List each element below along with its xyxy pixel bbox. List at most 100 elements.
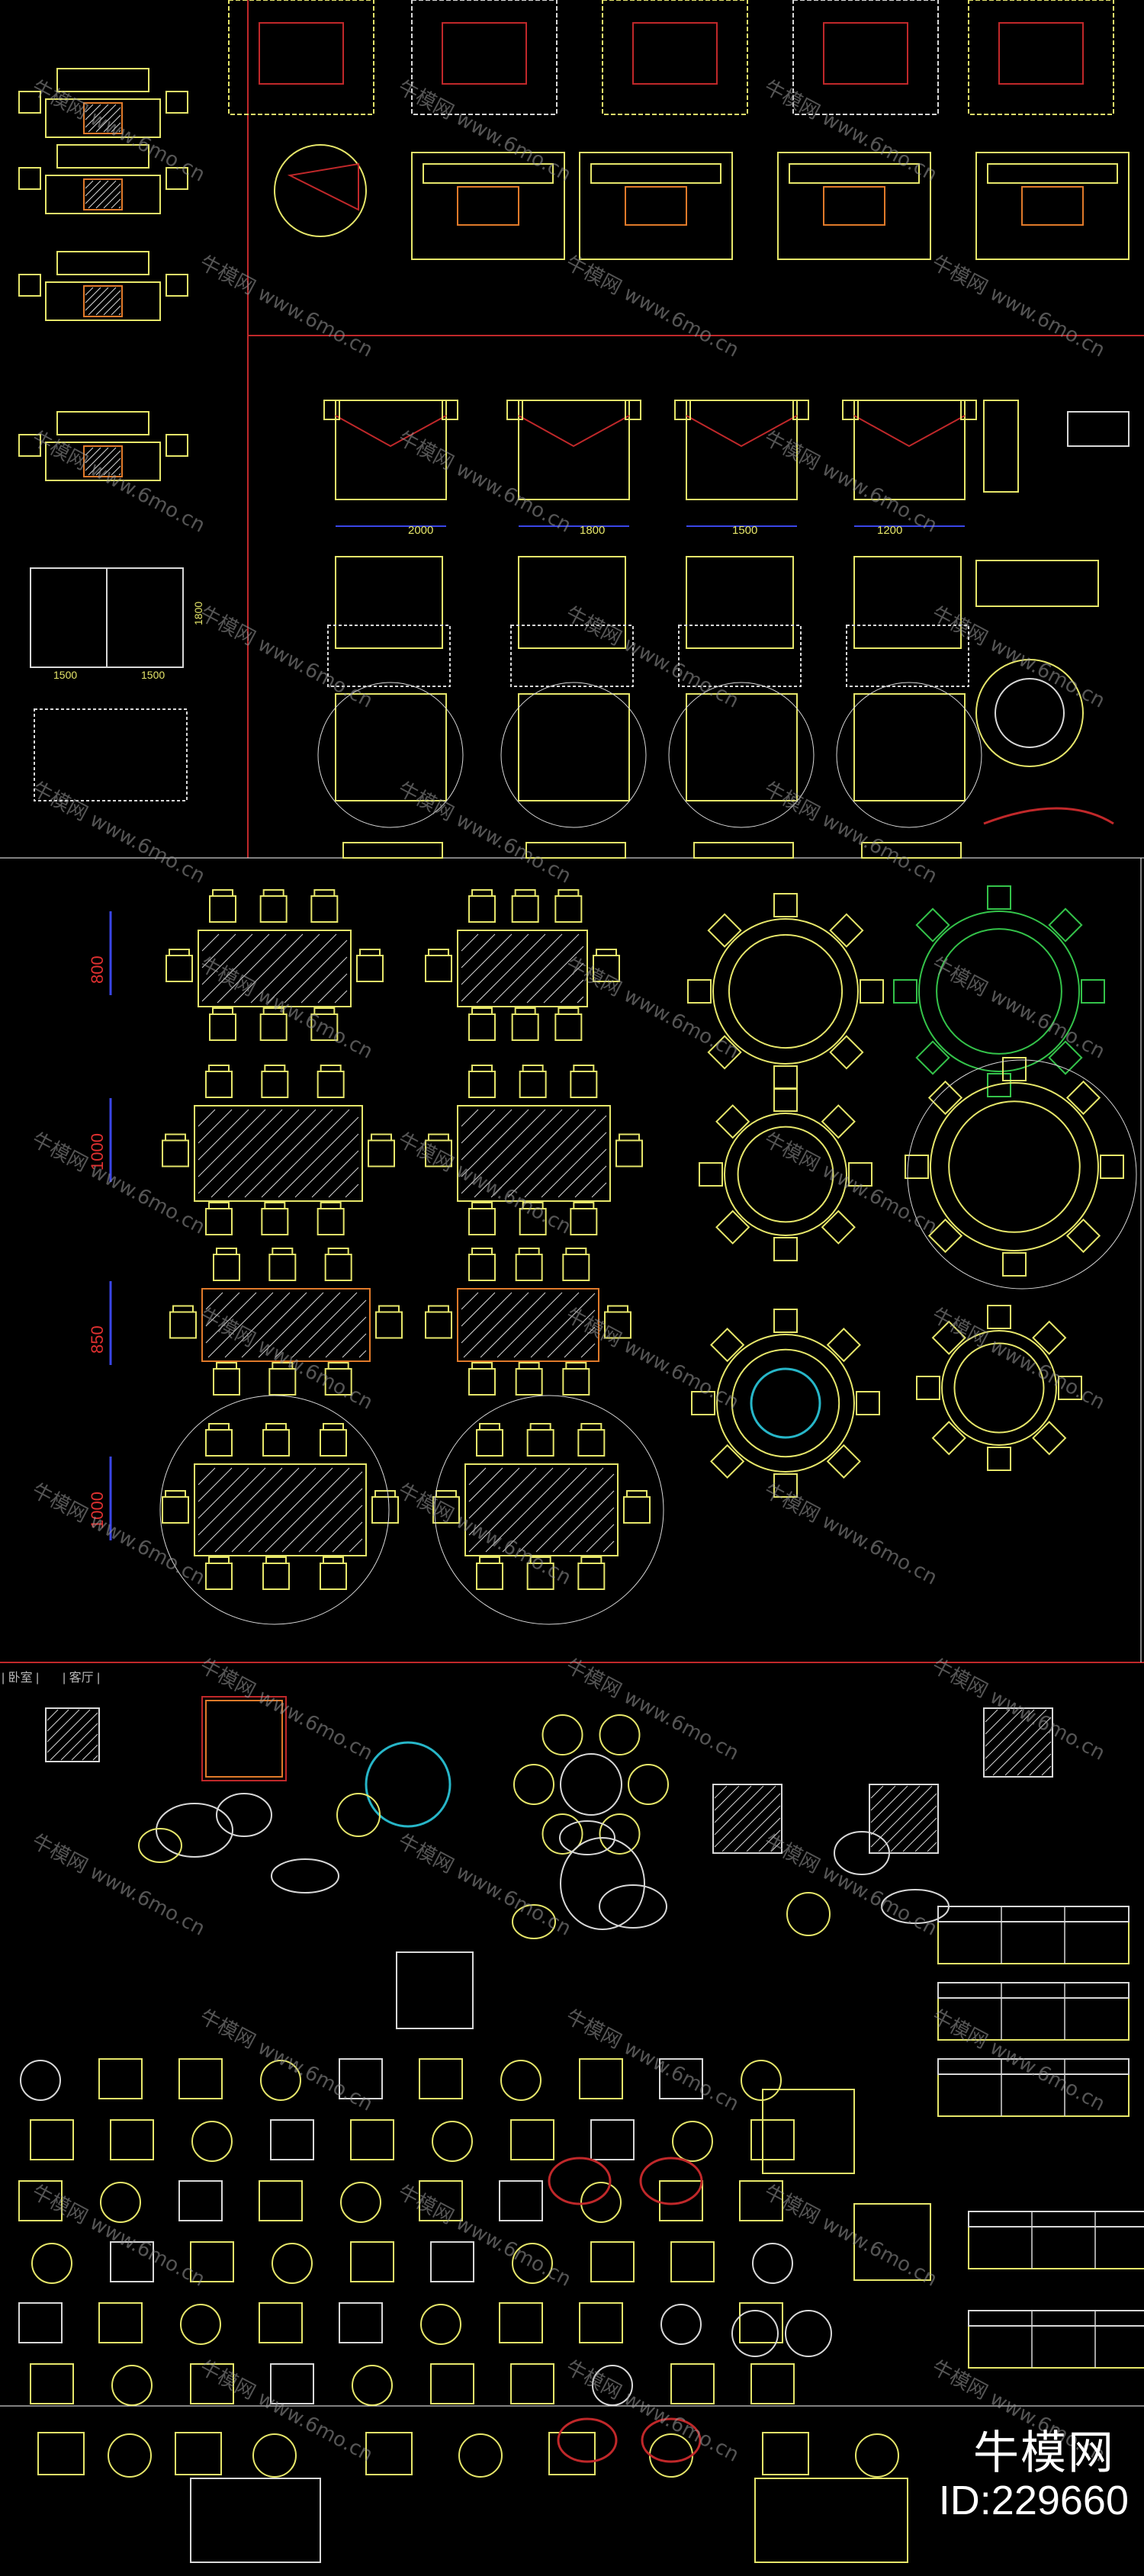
chair-back [262,889,284,897]
organic-seat [336,1793,381,1837]
chair-symbol [262,1563,290,1590]
round-stool [731,2310,779,2357]
watermark-text: 牛模网 www.6mo.cn [196,1304,377,1415]
glass-hatch [201,933,253,985]
armchair [190,2363,234,2404]
chair-back [514,889,536,897]
rug-inner [442,22,527,85]
glass-hatch [509,933,580,1004]
armchair [548,2432,596,2475]
glass-hatch [463,1292,529,1358]
table-hatch [95,107,121,133]
bed-headboard-partial [693,842,794,859]
chair-symbol [213,1254,240,1281]
chair-back [313,1007,336,1015]
nightstand [792,400,809,420]
watermark-text: 牛模网 www.6mo.cn [562,1304,743,1415]
glass-hatch [580,1343,596,1358]
glass-hatch [461,1292,513,1344]
chair-symbol [570,1208,598,1235]
round-chair [860,979,884,1004]
chair-back [471,1248,493,1255]
chair-back [265,1423,287,1431]
table-hatch [870,1785,896,1811]
sofa-back [789,163,920,184]
sofa-back [937,1982,1130,1999]
rug-outline [327,625,451,687]
table-hatch [714,1785,740,1811]
armchair [430,2241,474,2282]
table-hatch [1017,1741,1052,1776]
glass-hatch [468,1467,503,1502]
chair-back [208,1423,230,1431]
chair-symbol [562,1254,590,1281]
armchair [670,2363,715,2404]
sofa-three-seat [937,1906,1130,1964]
chair-symbol [371,1496,399,1524]
round-chair [1002,1252,1027,1277]
glass-hatch [519,1467,604,1553]
glass-hatch [345,1184,359,1198]
chair-back [558,889,580,897]
table-hatch [770,1842,781,1852]
chair-symbol [468,1071,496,1098]
tufted-chair [641,2417,702,2463]
glass-hatch [526,946,584,1004]
section-label-bedroom: | 卧室 | [2,1671,39,1685]
glass-hatch [311,1150,359,1198]
round-stool [785,2310,832,2357]
glass-hatch [530,1293,596,1358]
sofa-three-seat [968,2211,1144,2269]
round-chair [1058,1376,1082,1400]
glass-hatch [275,1292,341,1358]
table-hatch [103,458,121,476]
table-hatch [47,1709,91,1753]
round-chair [893,979,917,1004]
table-dim-1000a: 1000 [88,1133,107,1171]
glass-hatch [461,933,513,985]
armchair [590,2119,635,2160]
lounge-chair [352,2365,393,2406]
table-hatch [71,1733,98,1761]
cad-annotations: 2000 1800 1500 1200 1800 1500 1500 800 1… [2,524,902,1685]
glass-hatch [603,1540,615,1553]
round-rug [274,144,367,237]
round-chair [826,1444,861,1479]
glass-hatch [461,1109,529,1177]
table-hatch [985,1709,1035,1759]
double-bed [853,400,966,500]
table-hatch [890,1805,937,1852]
clearance-circle [159,1395,390,1625]
bed-fold [335,415,447,448]
glass-hatch [564,1326,596,1358]
glass-hatch [265,1467,350,1553]
glass-hatch [468,1467,487,1486]
armchair [190,2241,234,2282]
sofa-back [423,163,554,184]
table-dim-800: 800 [88,956,107,984]
round-chair [1100,1155,1124,1179]
round-chair [987,1073,1011,1097]
chair-symbol [577,1563,606,1590]
watermark-text: 牛模网 www.6mo.cn [760,76,941,187]
glass-hatch [198,1467,216,1486]
round-chair [931,1421,966,1456]
clearance-circle [317,682,464,828]
small-bed-height: 1800 [192,602,204,625]
lounge-chair [512,2243,553,2284]
glass-hatch [214,1467,300,1553]
chair-symbol [320,1429,347,1457]
chair-back [327,1248,349,1255]
sofa-back [937,2058,1130,2075]
chair-back [619,1133,640,1142]
double-bed [518,693,630,801]
chair-symbol [526,1429,554,1457]
glass-table-top [750,1367,821,1439]
glass-hatch [224,1292,291,1358]
armchair [98,2302,143,2343]
table-hatch [870,1785,921,1836]
glass-hatch [198,1109,216,1127]
lounge-chair [180,2304,221,2345]
chair-symbol [317,1071,345,1098]
